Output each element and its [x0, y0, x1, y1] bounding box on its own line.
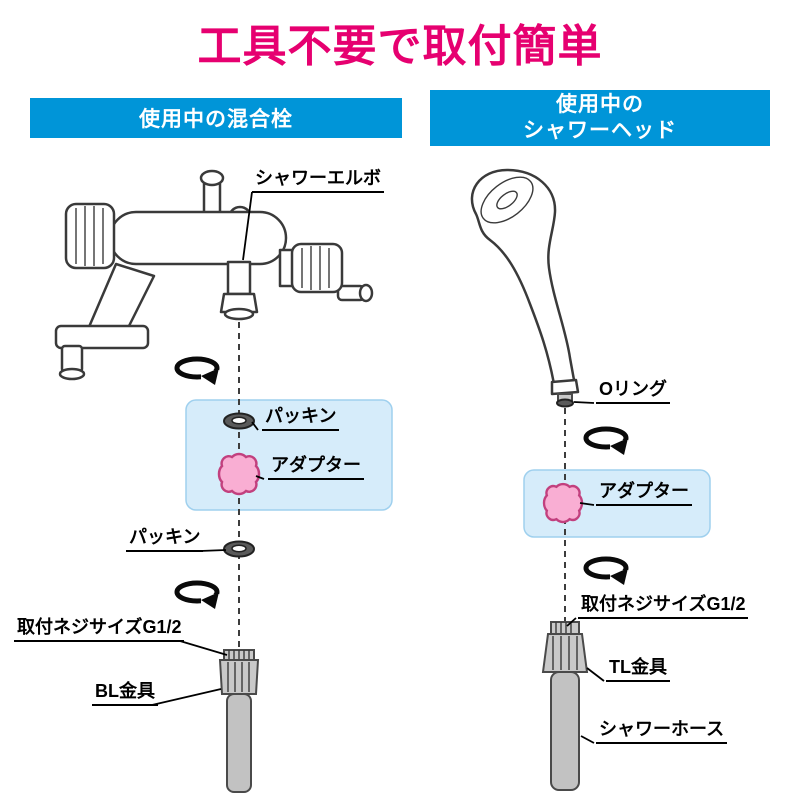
- rotate-arrow-icon: [177, 359, 219, 385]
- label-shower-elbow: シャワーエルボ: [252, 168, 384, 193]
- page-title: 工具不要で取付簡単: [197, 22, 603, 71]
- label-packing-top: パッキン: [262, 406, 340, 431]
- shower-elbow-part: [219, 260, 259, 321]
- rotate-arrow-icon: [586, 429, 628, 455]
- mixer-faucet-illustration: [54, 169, 374, 381]
- label-screw-size-right: 取付ネジサイズG1/2: [578, 594, 749, 619]
- left-panel-header: 使用中の混合栓: [30, 98, 402, 138]
- label-bl-fitting: BL金具: [92, 681, 158, 706]
- rotate-arrow-icon: [177, 583, 219, 609]
- right-panel-header: 使用中の シャワーヘッド: [430, 90, 770, 146]
- label-adapter-right: アダプター: [596, 481, 692, 506]
- bl-hose: [218, 649, 260, 793]
- label-packing-bottom: パッキン: [126, 527, 204, 552]
- shower-head-illustration: [470, 168, 580, 408]
- label-tl-fitting: TL金具: [606, 657, 670, 682]
- o-ring-part: [556, 398, 574, 408]
- leader-lines: [151, 191, 605, 744]
- label-shower-hose: シャワーホース: [596, 719, 728, 744]
- label-screw-size-left: 取付ネジサイズG1/2: [14, 617, 185, 642]
- label-adapter-left: アダプター: [268, 455, 364, 480]
- label-o-ring: Oリング: [596, 379, 671, 404]
- adapter-part-right: [542, 482, 584, 524]
- adapter-part-left: [217, 452, 261, 496]
- packing-ring-bottom: [223, 540, 255, 558]
- rotate-arrow-icon: [586, 559, 628, 585]
- tl-hose: [541, 621, 589, 791]
- packing-ring-top: [223, 412, 255, 430]
